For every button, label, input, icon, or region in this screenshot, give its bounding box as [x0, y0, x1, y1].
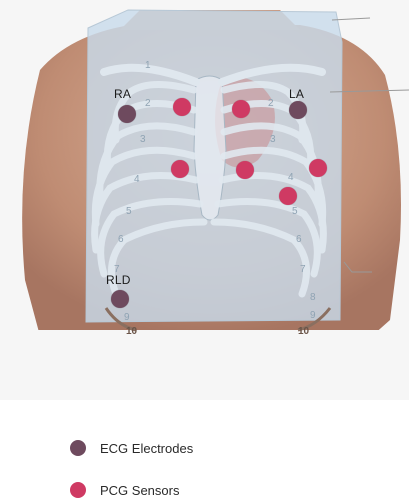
- rib-number: 3: [270, 134, 276, 145]
- legend-ecg-label: ECG Electrodes: [100, 441, 193, 456]
- rib-number: 2: [145, 98, 151, 109]
- rib-number: 1: [145, 60, 151, 71]
- ecg-electrode-ra: [118, 105, 136, 123]
- rib-number: 8: [310, 292, 316, 303]
- rib-number: 7: [300, 264, 306, 275]
- pcg-swatch: [70, 482, 86, 498]
- rib-number: 5: [126, 206, 132, 217]
- rib-number: 6: [296, 234, 302, 245]
- la-label: LA: [289, 87, 304, 101]
- rib-number: 10: [298, 326, 310, 337]
- rib-number: 9: [310, 310, 316, 321]
- pcg-sensor: [236, 161, 254, 179]
- pcg-sensor: [279, 187, 297, 205]
- rib-number: 2: [268, 98, 274, 109]
- pcg-sensor: [309, 159, 327, 177]
- rib-number: 10: [126, 326, 138, 337]
- rib-number: 4: [288, 172, 294, 183]
- ra-label: RA: [114, 87, 131, 101]
- chest-diagram: 1 2 2 3 3 4 4 5 5 6 6 7 7 8 9 9 10 10 RA…: [0, 0, 409, 400]
- legend-pcg-label: PCG Sensors: [100, 483, 179, 498]
- pcg-sensor: [232, 100, 250, 118]
- pcg-sensor: [173, 98, 191, 116]
- ecg-electrode-la: [289, 101, 307, 119]
- ecg-swatch: [70, 440, 86, 456]
- rld-label: RLD: [106, 273, 131, 287]
- rib-number: 5: [292, 206, 298, 217]
- rib-number: 6: [118, 234, 124, 245]
- torso-illustration: 1 2 2 3 3 4 4 5 5 6 6 7 7 8 9 9 10 10: [0, 0, 409, 400]
- pcg-sensor: [171, 160, 189, 178]
- ecg-electrode-rld: [111, 290, 129, 308]
- legend-ecg: ECG Electrodes: [70, 438, 193, 458]
- rib-number: 9: [124, 312, 130, 323]
- legend-pcg: PCG Sensors: [70, 480, 179, 500]
- sternum: [194, 76, 226, 220]
- rib-number: 3: [140, 134, 146, 145]
- rib-number: 4: [134, 174, 140, 185]
